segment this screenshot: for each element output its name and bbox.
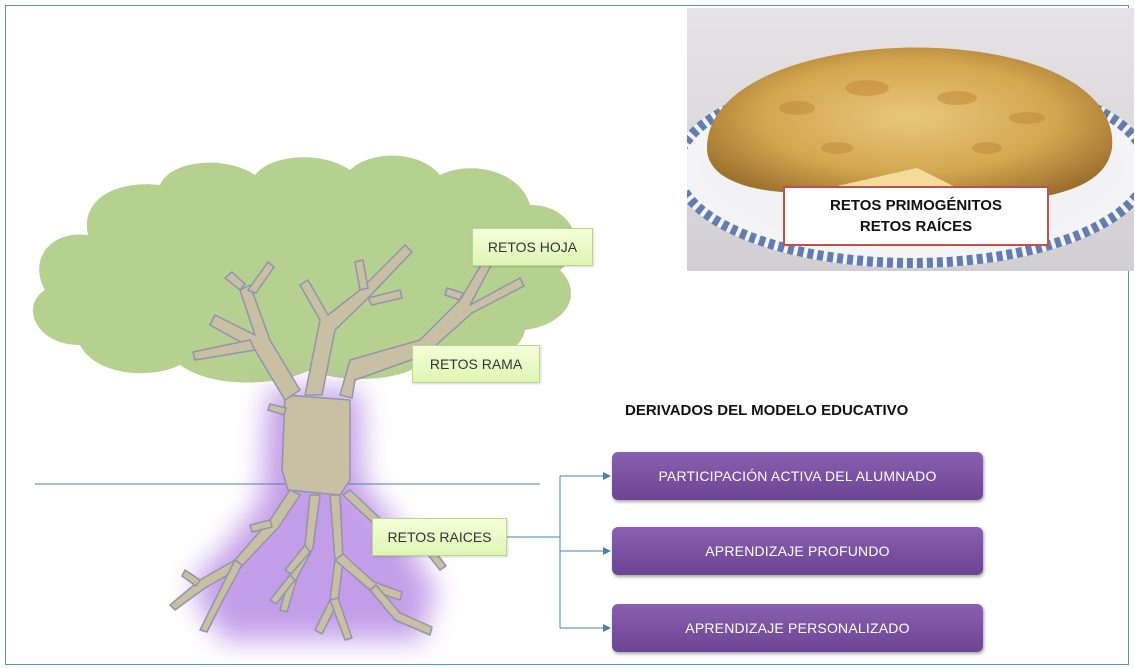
- slide-frame: [5, 5, 1129, 665]
- derivado-participacion: PARTICIPACIÓN ACTIVA DEL ALUMNADO: [612, 452, 983, 500]
- derivado-aprendizaje-personalizado: APRENDIZAJE PERSONALIZADO: [612, 604, 983, 652]
- tree-trunk: [169, 244, 525, 641]
- label-retos-rama: RETOS RAMA: [412, 345, 540, 383]
- caption-line-2: RETOS RAÍCES: [859, 218, 973, 235]
- label-retos-raices: RETOS RAICES: [372, 518, 507, 556]
- label-retos-hoja: RETOS HOJA: [472, 228, 593, 266]
- photo-caption: RETOS PRIMOGÉNITOS RETOS RAÍCES: [783, 186, 1049, 246]
- caption-line-1: RETOS PRIMOGÉNITOS: [830, 197, 1002, 214]
- derivado-aprendizaje-profundo: APRENDIZAJE PROFUNDO: [612, 527, 983, 575]
- connectors: [507, 472, 611, 632]
- derivados-title: DERIVADOS DEL MODELO EDUCATIVO: [625, 402, 909, 419]
